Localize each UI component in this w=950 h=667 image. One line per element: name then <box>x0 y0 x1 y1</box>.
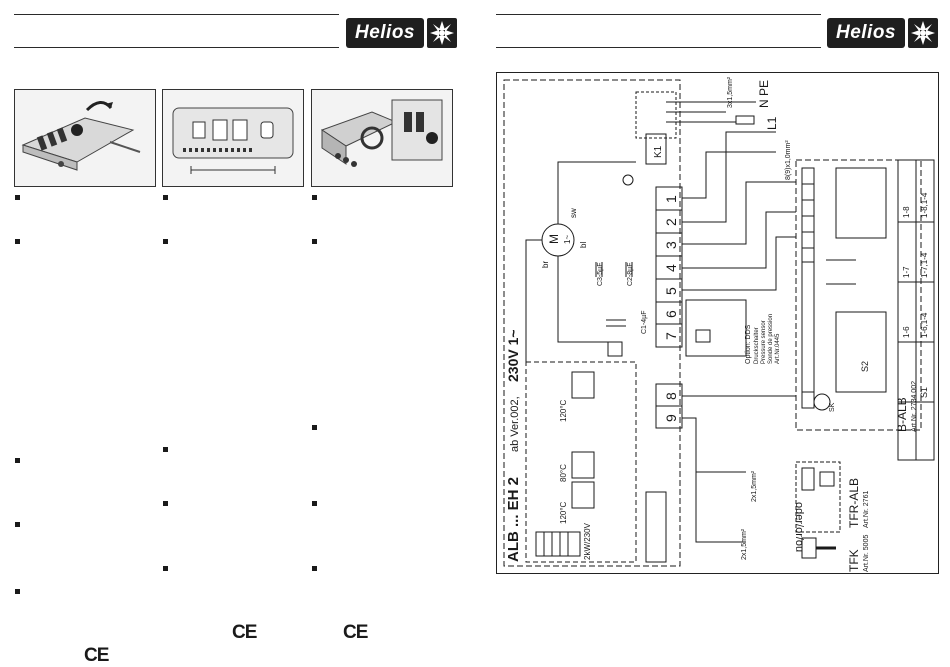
schematic-version: ab Ver.002, <box>509 396 521 452</box>
tfr-label: TFR-ALB <box>847 478 861 528</box>
bullet-marker <box>312 425 317 430</box>
ce-mark: CE <box>84 645 109 666</box>
terminal-label: 8 <box>663 392 679 400</box>
left-header-rule-top <box>14 14 339 15</box>
helios-wordmark: Helios <box>346 18 424 48</box>
dds-option-label: Art.Nr.0445 <box>775 333 781 364</box>
wiring-diagram-frame <box>496 72 939 574</box>
dds-option-label: Pressure sensor <box>761 320 767 364</box>
power-cable-label: 8(9)x1,0mm² <box>785 140 792 180</box>
switch-code: 1-6,1-4 <box>920 312 929 338</box>
bullet-marker <box>163 447 168 452</box>
bullet-marker <box>163 566 168 571</box>
terminal-label: 3 <box>663 241 679 249</box>
fan-icon <box>427 18 457 48</box>
capacitor-label: C3-5µF <box>597 263 604 286</box>
switch-label: S1 <box>919 387 929 398</box>
terminal-label: 1 <box>663 195 679 203</box>
bullet-marker <box>312 566 317 571</box>
heater-thermostat-label: 120°C <box>559 501 568 524</box>
dds-option-label: Sonde de pression <box>768 314 774 364</box>
heater-power-label: 2kW/230V <box>583 522 592 560</box>
terminal-label: 9 <box>663 414 679 422</box>
bullet-marker <box>15 589 20 594</box>
terminal-label: 6 <box>663 310 679 318</box>
motor-label: M <box>547 234 561 244</box>
motor-wire-label: br <box>541 261 550 268</box>
switch-code: 1-8,1-4 <box>920 192 929 218</box>
mains-label-top: N PE <box>757 80 771 108</box>
tfr-artnr: Art.Nr. 2761 <box>863 491 870 528</box>
helios-wordmark: Helios <box>827 18 905 48</box>
left-helios-logo: Helios <box>346 18 457 48</box>
mains-label-bottom: L1 <box>765 116 779 130</box>
capacitor-label: C2-8µF <box>627 263 634 286</box>
sensor-cable-label: 2x1,5mm² <box>751 470 758 502</box>
balb-label: B-ALB <box>895 397 909 432</box>
ce-mark: CE <box>343 622 368 643</box>
motor-wire-label: sw <box>569 208 578 218</box>
photo-terminal-wiring <box>311 89 453 187</box>
bullet-marker <box>312 195 317 200</box>
bullet-marker <box>163 501 168 506</box>
terminal-label: 4 <box>663 264 679 272</box>
terminal-label: 7 <box>663 332 679 340</box>
bullet-marker <box>163 195 168 200</box>
schematic-title: ALB ... EH 2 <box>505 477 522 562</box>
dds-option-label: Druckschalter <box>754 327 760 364</box>
sensor-cable-label: 2x1,5mm² <box>741 528 748 560</box>
switch-label: S2 <box>860 361 870 372</box>
tfk-artnr: Art.Nr. 5005 <box>863 535 870 572</box>
wiring-diagram: ALB ... EH 2 ab Ver.002, 230V 1~ 1 2 3 4… <box>503 76 935 572</box>
bullet-marker <box>15 195 20 200</box>
right-header-rule-bottom <box>496 47 821 48</box>
motor-wire-label: bl <box>579 242 588 248</box>
bullet-marker <box>15 239 20 244</box>
ce-mark: CE <box>232 622 257 643</box>
tfk-label: TFK <box>847 549 861 572</box>
fan-icon <box>908 18 938 48</box>
photo-remote-mounting <box>14 89 156 187</box>
bullet-marker <box>163 239 168 244</box>
switch-code: 1-7 <box>902 266 911 278</box>
sk-label: SK <box>829 402 836 412</box>
bullet-marker <box>312 239 317 244</box>
dds-option-label: Option: DDS <box>745 324 752 364</box>
right-header-rule-top <box>496 14 821 15</box>
photo-unit-dimensions <box>162 89 304 187</box>
right-helios-logo: Helios <box>827 18 938 48</box>
mains-cable-label: 3x1,5mm² <box>727 76 734 108</box>
bullet-marker <box>312 501 317 506</box>
capacitor-label: C1-4µF <box>641 311 648 334</box>
schematic-voltage: 230V 1~ <box>505 329 521 382</box>
switch-code: 1-6 <box>902 326 911 338</box>
relay-label: K1 <box>653 145 664 158</box>
motor-sub-label: 1~ <box>563 235 572 244</box>
or-label: oder/or/ou <box>793 502 805 552</box>
bullet-marker <box>15 458 20 463</box>
balb-artnr: Art.Nr. 2734 002 <box>911 381 918 432</box>
switch-code: 1-7,1-4 <box>920 252 929 278</box>
switch-code: 1-8 <box>902 206 911 218</box>
terminal-label: 5 <box>663 287 679 295</box>
bullet-marker <box>15 522 20 527</box>
heater-thermostat-label: 120°C <box>559 399 568 422</box>
terminal-label: 2 <box>663 218 679 226</box>
heater-thermostat-label: 80°C <box>559 464 568 482</box>
left-header-rule-bottom <box>14 47 339 48</box>
